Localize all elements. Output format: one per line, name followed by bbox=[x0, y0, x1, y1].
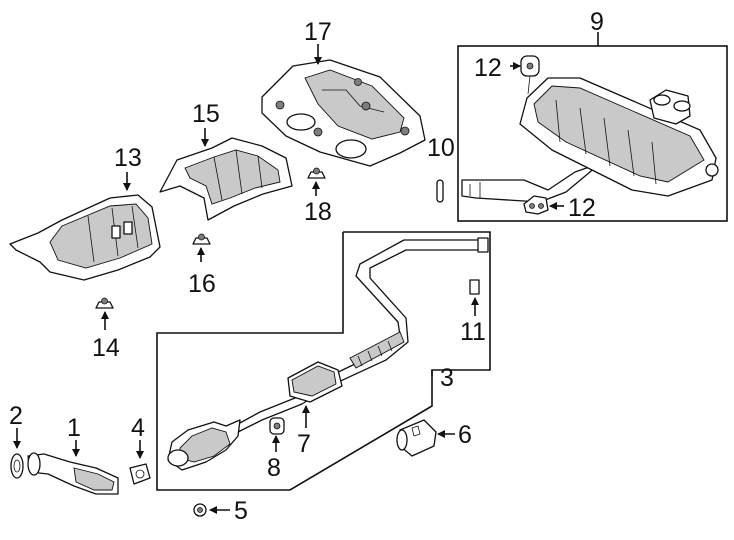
hanger-12-bottom bbox=[523, 195, 549, 215]
callout-8: 8 bbox=[267, 454, 281, 482]
callout-16: 16 bbox=[188, 270, 216, 298]
clamp-sleeve-6 bbox=[396, 419, 437, 457]
callout-14: 14 bbox=[92, 334, 120, 362]
hanger-12-top bbox=[520, 55, 540, 95]
leader-lines bbox=[13, 32, 599, 514]
callout-12-bottom: 12 bbox=[568, 194, 596, 222]
callout-3: 3 bbox=[440, 364, 454, 392]
callout-15: 15 bbox=[192, 100, 220, 128]
front-heat-shield-15 bbox=[159, 137, 293, 221]
hanger-pin-10 bbox=[436, 179, 444, 203]
callout-12-top: 12 bbox=[474, 54, 502, 82]
callout-4: 4 bbox=[131, 414, 145, 442]
fitting-11 bbox=[469, 279, 480, 295]
nut-14 bbox=[95, 297, 114, 309]
callout-9: 9 bbox=[590, 8, 604, 36]
gasket-4 bbox=[129, 463, 151, 485]
center-pipe-3 bbox=[167, 237, 489, 471]
manifold-heat-shield-13 bbox=[9, 194, 161, 281]
callout-11: 11 bbox=[460, 318, 486, 346]
rear-muffler-9 bbox=[461, 77, 719, 203]
muffler-group-box bbox=[457, 45, 728, 222]
callout-6: 6 bbox=[458, 421, 472, 449]
callout-2: 2 bbox=[9, 402, 23, 430]
callout-13: 13 bbox=[114, 144, 142, 172]
gasket-2 bbox=[10, 453, 24, 479]
callout-18: 18 bbox=[304, 198, 332, 226]
center-pipe-group-box bbox=[156, 231, 491, 491]
callout-17: 17 bbox=[304, 18, 332, 46]
center-heat-shield-17 bbox=[261, 59, 426, 167]
nut-5 bbox=[193, 503, 207, 517]
callout-10: 10 bbox=[427, 134, 455, 162]
callout-7: 7 bbox=[297, 430, 311, 458]
nut-16 bbox=[192, 233, 211, 245]
callout-5: 5 bbox=[234, 497, 248, 525]
nut-18 bbox=[307, 167, 326, 179]
callout-1: 1 bbox=[67, 414, 81, 442]
clamp-8 bbox=[269, 417, 285, 435]
front-pipe-1 bbox=[27, 452, 119, 495]
